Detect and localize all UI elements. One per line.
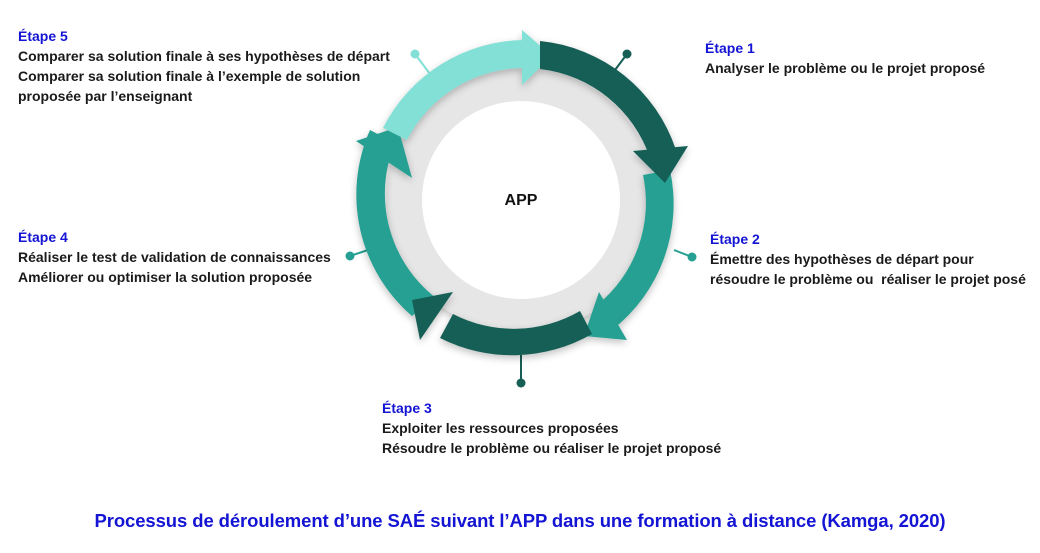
- arc-step4-arrow: [356, 130, 436, 316]
- step-title: Étape 3: [382, 400, 432, 416]
- step-2: Étape 2 Émettre des hypothèses de départ…: [710, 229, 1026, 289]
- inner-ring: [388, 67, 654, 333]
- pin-step3-icon: [516, 378, 526, 388]
- figure-caption: Processus de déroulement d’une SAÉ suiva…: [94, 510, 946, 531]
- step-line: Exploiter les ressources proposées: [382, 420, 619, 436]
- step-1: Étape 1 Analyser le problème ou le proje…: [705, 38, 985, 78]
- pin-step1-icon: [622, 49, 632, 59]
- pin-step2-icon: [687, 252, 697, 262]
- step-title: Étape 4: [18, 229, 68, 245]
- step-4: Étape 4 Réaliser le test de validation d…: [18, 227, 331, 287]
- center-label: APP: [504, 192, 538, 209]
- step-5: Étape 5 Comparer sa solution finale à se…: [18, 26, 390, 106]
- arc-step5-arrow: [383, 40, 525, 140]
- step-line: résoudre le problème ou réaliser le proj…: [710, 271, 1026, 287]
- step-line: Comparer sa solution finale à ses hypoth…: [18, 48, 390, 64]
- arc-step3-arrow: [440, 311, 592, 356]
- step-line: Émettre des hypothèses de départ pour: [710, 251, 974, 267]
- step-title: Étape 5: [18, 28, 68, 44]
- step-3: Étape 3 Exploiter les ressources proposé…: [382, 398, 721, 458]
- arc-step2-arrow: [596, 170, 674, 330]
- step-title: Étape 2: [710, 231, 760, 247]
- pin-step4-icon: [345, 251, 355, 261]
- step-line: proposée par l’enseignant: [18, 88, 193, 104]
- step-line: Résoudre le problème ou réaliser le proj…: [382, 440, 722, 456]
- arc-step1-arrow: [540, 41, 676, 158]
- step-line: Analyser le problème ou le projet propos…: [705, 60, 986, 76]
- step-line: Améliorer ou optimiser la solution propo…: [18, 269, 313, 285]
- pin-step5-icon: [410, 49, 420, 59]
- step-title: Étape 1: [705, 40, 755, 56]
- connector-pins: [345, 49, 697, 388]
- step-line: Comparer sa solution finale à l’exemple …: [18, 68, 361, 84]
- step-line: Réaliser le test de validation de connai…: [18, 249, 331, 265]
